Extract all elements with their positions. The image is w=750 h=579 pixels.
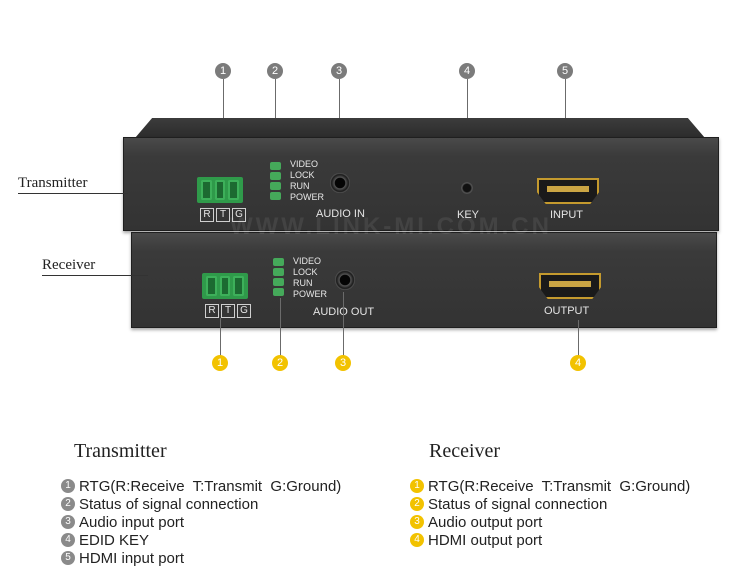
rx-rtg-r: R	[205, 304, 219, 318]
rx-callout-line-3	[343, 292, 344, 356]
tx-rtg-g: G	[232, 208, 246, 222]
rx-callout-line-2	[280, 298, 281, 356]
tx-hdmi-port	[537, 178, 599, 204]
tx-led-video: VIDEO	[290, 159, 319, 169]
legend-text: RTG(R:Receive T:Transmit G:Ground)	[79, 477, 342, 495]
legend-item: 1 RTG(R:Receive T:Transmit G:Ground)	[61, 477, 341, 495]
rx-marker-3: 3	[335, 355, 351, 371]
legend-item: 3 Audio input port	[61, 513, 341, 531]
rx-led-video: VIDEO	[293, 256, 322, 266]
rx-rtg-g: G	[237, 304, 251, 318]
tx-rtg-t: T	[216, 208, 230, 222]
legend-text: Audio output port	[428, 513, 543, 531]
receiver-side-label: Receiver	[42, 257, 96, 273]
legend-receiver-title: Receiver	[429, 440, 501, 462]
rx-rtg-t: T	[221, 304, 235, 318]
rx-rtg-labels: R T G	[205, 304, 251, 318]
tx-hdmi-label: INPUT	[550, 209, 583, 221]
tx-led-power: POWER	[290, 192, 325, 202]
legend-number-badge: 2	[61, 497, 75, 511]
transmitter-top-panel	[135, 118, 705, 138]
rx-status-leds	[273, 258, 284, 296]
tx-key-label: KEY	[457, 209, 480, 221]
legend-item: 3 Audio output port	[410, 513, 690, 531]
legend-transmitter-title: Transmitter	[74, 440, 167, 462]
legend-number-badge: 2	[410, 497, 424, 511]
legend-transmitter-list: 1 RTG(R:Receive T:Transmit G:Ground) 2 Sta…	[61, 477, 341, 567]
rx-led-run: RUN	[293, 278, 313, 288]
tx-marker-2: 2	[267, 63, 283, 79]
tx-marker-1: 1	[215, 63, 231, 79]
tx-led-labels: VIDEO LOCK RUN POWER	[290, 159, 324, 203]
legend-receiver-list: 1 RTG(R:Receive T:Transmit G:Ground) 2 Sta…	[410, 477, 690, 549]
legend-text: HDMI output port	[428, 531, 543, 549]
legend-text: Status of signal connection	[79, 495, 259, 513]
rx-marker-1: 1	[212, 355, 228, 371]
legend-item: 4 EDID KEY	[61, 531, 341, 549]
tx-rtg-terminal	[197, 177, 243, 203]
legend-number-badge: 4	[61, 533, 75, 547]
transmitter-leader-line	[18, 193, 128, 194]
legend-text: EDID KEY	[79, 531, 150, 549]
legend-number-badge: 1	[410, 479, 424, 493]
rx-audio-jack	[335, 270, 355, 290]
rx-marker-4: 4	[570, 355, 586, 371]
tx-rtg-r: R	[200, 208, 214, 222]
watermark-text: WWW.LINK-MI.COM.CN	[230, 213, 552, 240]
rx-hdmi-label: OUTPUT	[544, 305, 590, 317]
legend-number-badge: 4	[410, 533, 424, 547]
legend-text: Status of signal connection	[428, 495, 608, 513]
rx-hdmi-port	[539, 273, 601, 299]
legend-item: 4 HDMI output port	[410, 531, 690, 549]
tx-led-run: RUN	[290, 181, 310, 191]
legend-text: Audio input port	[79, 513, 185, 531]
rx-led-power: POWER	[293, 289, 328, 299]
legend-item: 2 Status of signal connection	[410, 495, 690, 513]
legend-item: 5 HDMI input port	[61, 549, 341, 567]
tx-led-lock: LOCK	[290, 170, 315, 180]
tx-status-leds	[270, 162, 281, 200]
tx-marker-3: 3	[331, 63, 347, 79]
rx-callout-line-4	[578, 320, 579, 356]
tx-audio-label: AUDIO IN	[316, 208, 365, 220]
tx-marker-4: 4	[459, 63, 475, 79]
tx-rtg-labels: R T G	[200, 208, 246, 222]
legend-number-badge: 5	[61, 551, 75, 565]
rx-marker-2: 2	[272, 355, 288, 371]
transmitter-side-label: Transmitter	[18, 175, 88, 191]
legend-item: 1 RTG(R:Receive T:Transmit G:Ground)	[410, 477, 690, 495]
rx-led-labels: VIDEO LOCK RUN POWER	[293, 256, 327, 300]
tx-key-button	[461, 182, 473, 194]
legend-text: HDMI input port	[79, 549, 185, 567]
legend-item: 2 Status of signal connection	[61, 495, 341, 513]
tx-audio-jack	[330, 173, 350, 193]
rx-rtg-terminal	[202, 273, 248, 299]
tx-marker-5: 5	[557, 63, 573, 79]
rx-led-lock: LOCK	[293, 267, 318, 277]
receiver-leader-line	[42, 275, 148, 276]
legend-text: RTG(R:Receive T:Transmit G:Ground)	[428, 477, 691, 495]
legend-number-badge: 3	[61, 515, 75, 529]
legend-number-badge: 1	[61, 479, 75, 493]
legend-number-badge: 3	[410, 515, 424, 529]
rx-callout-line-1	[220, 318, 221, 356]
